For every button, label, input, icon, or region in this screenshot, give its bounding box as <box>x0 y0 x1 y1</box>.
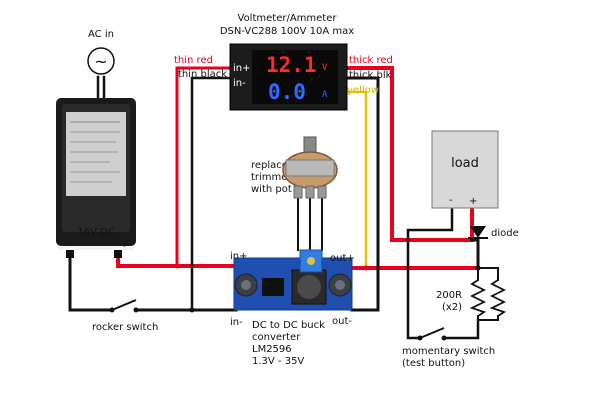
rocker-switch: rocker switch <box>92 299 158 333</box>
diode: diode <box>468 226 519 239</box>
amps-unit: A <box>322 90 328 100</box>
ac-symbol-icon <box>87 47 115 75</box>
ac-tilde: ~ <box>94 52 107 71</box>
psu-plus-label: + <box>120 239 128 250</box>
conv-out-minus-label: out- <box>332 316 352 327</box>
meter-in-plus-label: in+ <box>233 63 251 74</box>
conv-desc-4: 1.3V - 35V <box>252 356 304 367</box>
resistor-2 <box>489 279 507 317</box>
conv-out-plus-label: out+ <box>330 253 355 264</box>
amps-reading: 0.0 <box>268 80 306 104</box>
wire-thick-red <box>345 66 474 242</box>
conv-in-minus-label: in- <box>230 317 243 328</box>
resistor-1 <box>469 279 487 317</box>
wire-diode-branch <box>470 238 480 270</box>
junctions <box>174 263 481 313</box>
volt-ammeter: Voltmeter/Ammeter DSN-VC288 100V 10A max… <box>220 13 354 111</box>
buck-converter: in+ in- out+ out- DC to DC buck converte… <box>230 249 355 367</box>
thin-black-label: thin black <box>178 69 227 80</box>
yellow-label: yellow <box>347 85 379 96</box>
wire-psu-minus <box>68 256 114 312</box>
psu-voltage-label: 16V DC <box>77 227 114 238</box>
conv-desc-1: DC to DC buck <box>252 320 325 331</box>
resistor-label-2: (x2) <box>442 302 462 313</box>
pot-label-1: replace <box>251 160 288 171</box>
load-minus-label: - <box>449 195 453 206</box>
conv-desc-2: converter <box>252 332 301 343</box>
psu-label-sticker <box>66 112 126 196</box>
wire-thin-black <box>190 76 232 312</box>
power-supply: 16V DC − + <box>56 98 136 258</box>
volts-unit: V <box>322 63 328 73</box>
ac-in-label: AC in <box>88 29 114 40</box>
wire-thin-red <box>175 66 232 268</box>
wire-resistor-top-rail <box>477 267 499 281</box>
momentary-label-2: (test button) <box>402 358 465 369</box>
momentary-label-1: momentary switch <box>402 346 495 357</box>
ac-source: AC in ~ <box>87 29 115 75</box>
pot-label-3: with pot <box>251 184 292 195</box>
wire-resistor-bottom-rail <box>477 315 499 321</box>
ac-cable <box>96 75 106 100</box>
conv-in-plus-label: in+ <box>230 251 248 262</box>
momentary-switch: momentary switch (test button) <box>402 327 495 369</box>
volts-reading: 12.1 <box>266 53 317 77</box>
wires <box>68 66 499 340</box>
resistors <box>469 279 507 317</box>
psu-minus-label: − <box>63 239 71 250</box>
load-plus-label: + <box>469 196 477 207</box>
thick-red-label: thick red <box>349 55 393 66</box>
wire-load-minus <box>406 206 454 340</box>
wire-pot-legs <box>297 195 323 251</box>
meter-in-minus-label: in- <box>233 78 246 89</box>
wire-momentary-to-resistors <box>442 318 480 340</box>
conv-desc-3: LM2596 <box>252 344 292 355</box>
thick-blk-label: thick blk <box>349 70 392 81</box>
wire-yellow <box>345 90 368 270</box>
meter-title-line2: DSN-VC288 100V 10A max <box>220 26 354 37</box>
load-label: load <box>451 156 479 171</box>
thin-red-label: thin red <box>174 55 213 66</box>
resistor-label-1: 200R <box>436 290 462 301</box>
potentiometer: replace trimmer with pot <box>251 136 338 199</box>
meter-title-line1: Voltmeter/Ammeter <box>238 13 338 24</box>
pot-label-2: trimmer <box>251 172 292 183</box>
rocker-label: rocker switch <box>92 322 158 333</box>
wire-thick-black <box>345 76 380 312</box>
diode-label: diode <box>491 228 519 239</box>
load: load - + <box>431 130 499 209</box>
wire-psu-plus-to-in-plus <box>116 256 238 268</box>
